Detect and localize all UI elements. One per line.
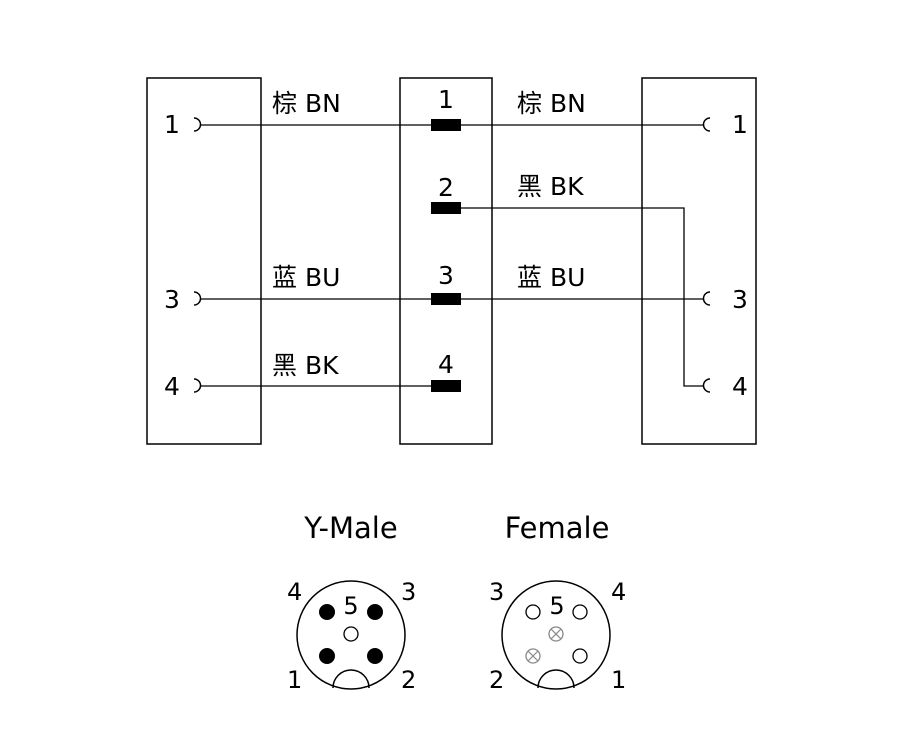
male-label-4: 4: [287, 578, 302, 606]
female-label-3: 3: [489, 578, 504, 606]
female-pin-4: [572, 604, 588, 620]
female-label-4: 4: [611, 578, 626, 606]
female-connector-title: Female: [505, 511, 610, 545]
wire-label-left-4: 黑 BK: [272, 351, 339, 380]
male-connector-face: [296, 580, 406, 690]
wire-2-right: [460, 207, 704, 387]
left-socket-4: [193, 378, 202, 393]
wire-label-left-1: 棕 BN: [272, 89, 341, 118]
male-label-3: 3: [401, 578, 416, 606]
male-label-5: 5: [343, 592, 358, 620]
female-pin-1: [572, 648, 588, 664]
left-socket-1: [193, 117, 202, 132]
middle-pin-block-4: [431, 380, 461, 392]
male-pin-5: [343, 626, 359, 642]
female-pin-5-unused: [548, 626, 564, 642]
right-pin-1: 1: [732, 110, 748, 139]
male-label-1: 1: [287, 666, 302, 694]
right-socket-3: [702, 291, 711, 306]
right-connector-box: [641, 77, 757, 445]
middle-pin-1: 1: [438, 85, 454, 114]
male-pin-3: [367, 604, 383, 620]
middle-pin-block-2: [431, 202, 461, 214]
middle-pin-2: 2: [438, 173, 454, 202]
female-label-2: 2: [489, 666, 504, 694]
right-pin-4: 4: [732, 372, 748, 401]
male-pin-1: [319, 648, 335, 664]
right-socket-4: [702, 378, 711, 393]
wire-label-right-2: 黑 BK: [517, 172, 584, 201]
right-socket-1: [702, 117, 711, 132]
left-pin-1: 1: [164, 110, 180, 139]
left-connector-box: [146, 77, 262, 445]
middle-pin-4: 4: [438, 350, 454, 379]
female-connector-face: [501, 580, 611, 690]
left-socket-3: [193, 291, 202, 306]
male-pin-2: [367, 648, 383, 664]
female-pin-3: [525, 604, 541, 620]
male-pin-4: [319, 604, 335, 620]
female-label-1: 1: [611, 666, 626, 694]
wire-label-right-3: 蓝 BU: [517, 263, 585, 292]
left-pin-3: 3: [164, 285, 180, 314]
wire-label-right-1: 棕 BN: [517, 89, 586, 118]
middle-connector-box: [399, 77, 493, 445]
left-pin-4: 4: [164, 372, 180, 401]
middle-pin-block-1: [431, 119, 461, 131]
female-pin-2-unused: [525, 648, 541, 664]
wire-label-left-3: 蓝 BU: [272, 263, 340, 292]
right-pin-3: 3: [732, 285, 748, 314]
middle-pin-block-3: [431, 293, 461, 305]
female-label-5: 5: [549, 592, 564, 620]
male-label-2: 2: [401, 666, 416, 694]
middle-pin-3: 3: [438, 261, 454, 290]
male-connector-title: Y-Male: [303, 511, 397, 545]
